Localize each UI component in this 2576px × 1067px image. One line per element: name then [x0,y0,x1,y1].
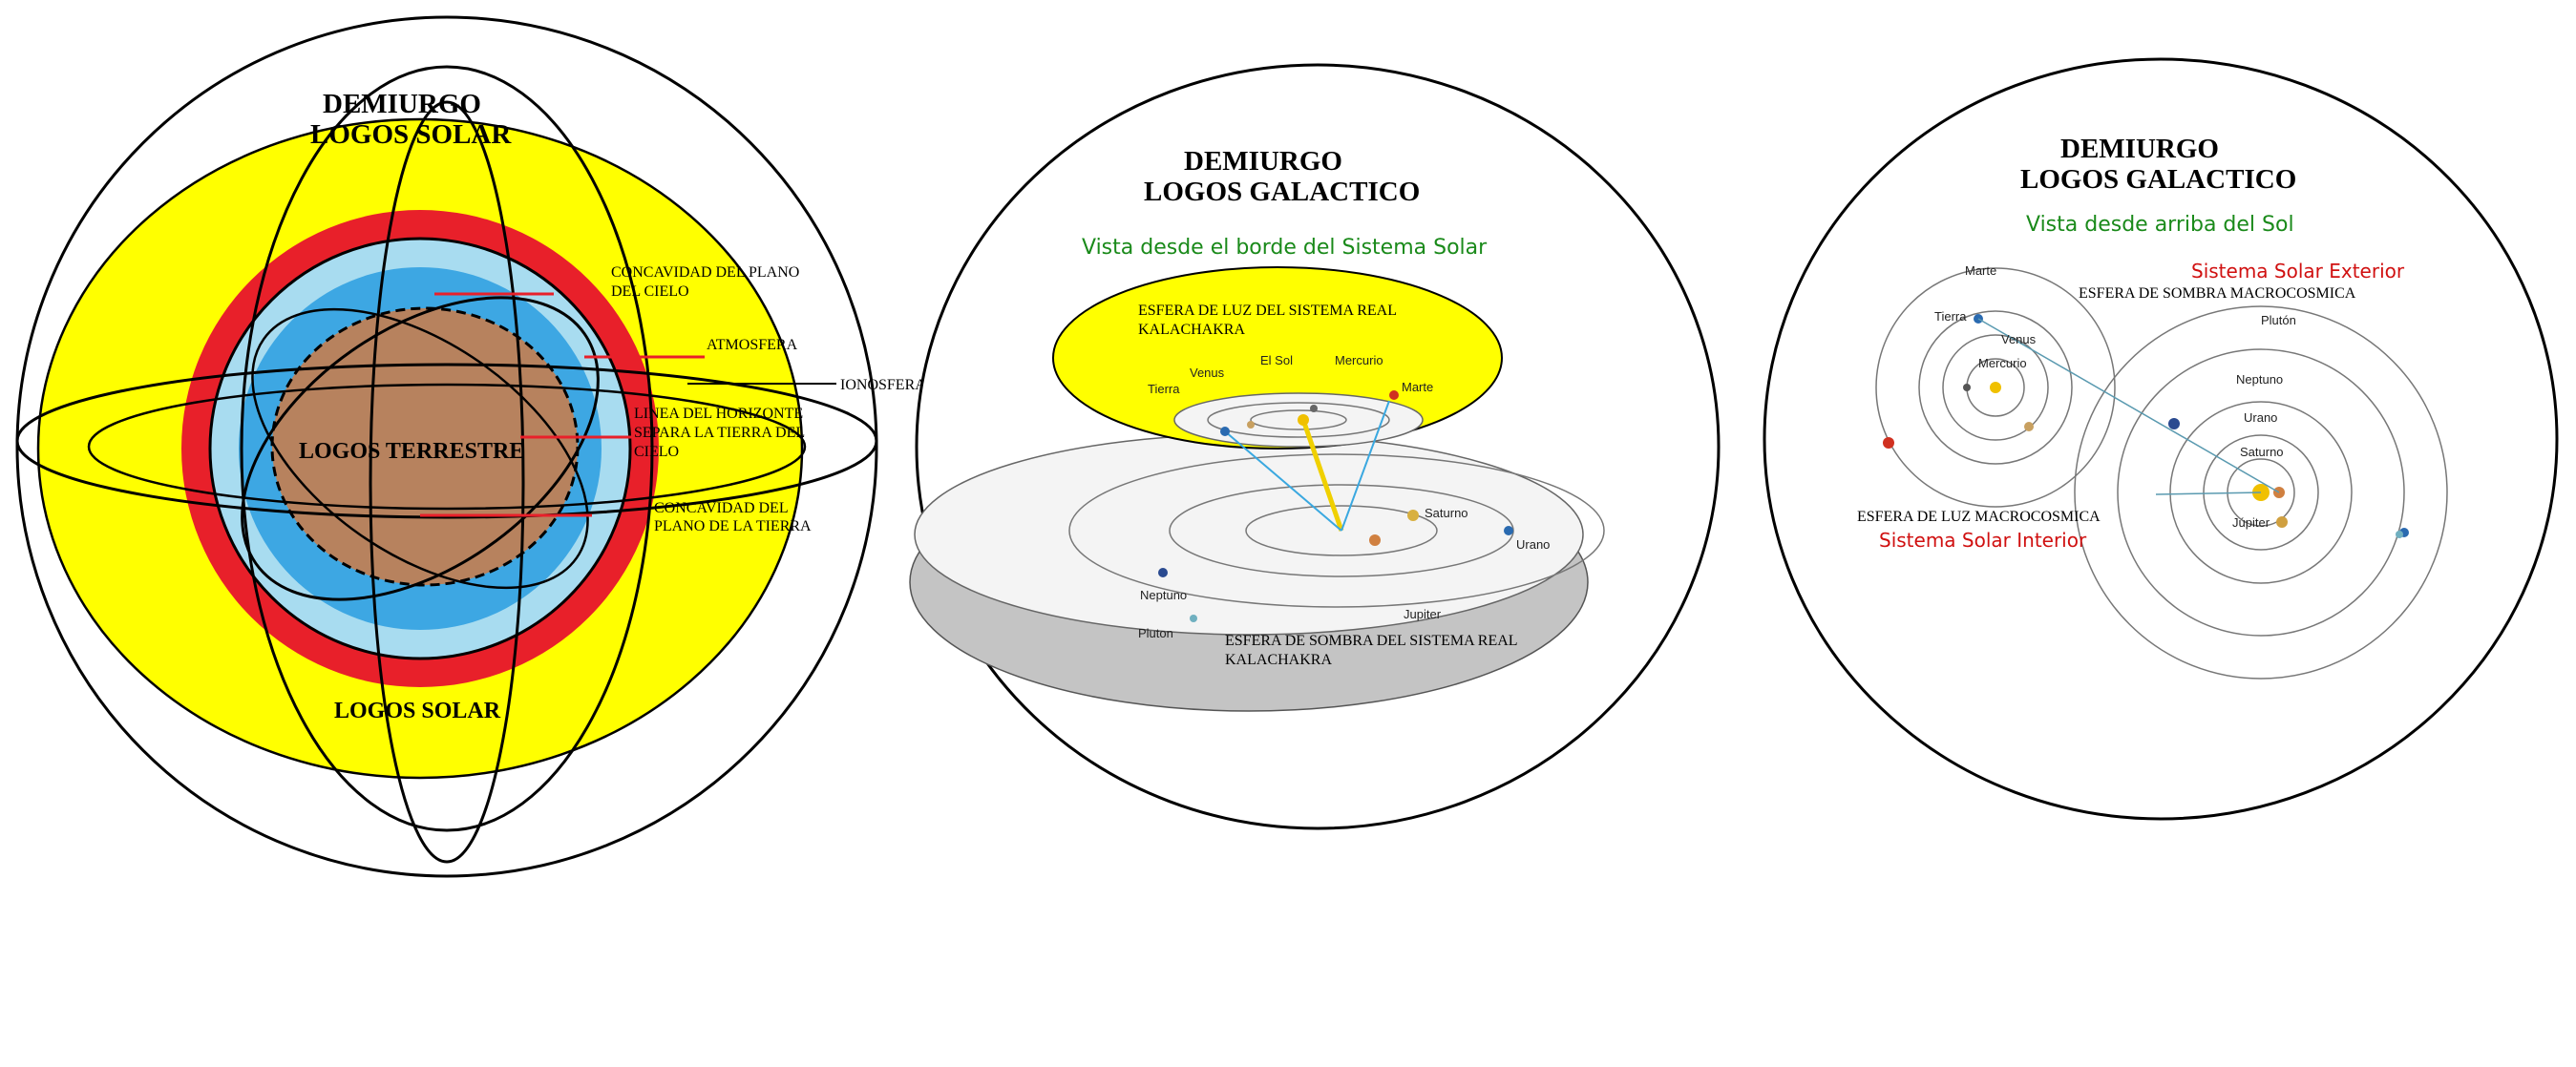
label-mercurio: Mercurio [1335,353,1383,367]
p3-label-venus: Venus [2001,332,2037,346]
annot-concavidad-cielo-2: DEL CIELO [611,283,689,300]
label-interior: Sistema Solar Interior [1879,529,2087,552]
p3-label-saturno: Saturno [2240,445,2284,459]
p3-label-jupiter: Júpiter [2232,515,2270,530]
inner-orbit-2 [1250,409,1347,430]
p3-label-pluton: Plutón [2261,313,2296,327]
label-tierra: Tierra [1148,382,1180,396]
annot-concavidad-cielo-1: CONCAVIDAD DEL PLANO [611,264,799,281]
annot-ionosfera: IONOSFERA [840,377,926,393]
vertical-meridian [369,100,525,864]
panel1-title-line2: LOGOS SOLAR [310,119,512,150]
planet-marte-dot [1389,390,1399,400]
planet-pluton-dot [1190,615,1197,622]
p3-label-tierra: Tierra [1934,309,1967,324]
link-inner-outer-2 [2155,492,2262,495]
planet-tierra-dot [1220,427,1230,436]
annot-atmosfera: ATMOSFERA [707,337,798,353]
tilted-meridian [240,65,654,832]
label-urano: Urano [1516,537,1550,552]
panel-logos-galactico-side: DEMIURGO LOGOS GALACTICO Vista desde el … [909,63,1721,830]
label-exterior: Sistema Solar Exterior [2191,260,2405,282]
p3-label-marte: Marte [1965,263,1996,278]
inner-venus-dot [2024,422,2034,431]
inner-orbit-tierra [1918,310,2073,465]
inner-mercurio-dot [1963,384,1971,391]
outer-urano-dot [2168,418,2180,429]
light-sphere-label-2: KALACHAKRA [1138,322,1245,338]
planet-urano-dot [1504,526,1513,535]
light-sphere-label-1: ESFERA DE LUZ DEL SISTEMA REAL [1138,303,1397,319]
annot-concavidad-tierra-2: PLANO DE LA TIERRA [654,518,812,534]
planet-jupiter-dot [1369,534,1381,546]
planet-venus-dot [1247,421,1255,429]
panel2-subtitle: Vista desde el borde del Sistema Solar [1082,236,1488,260]
label-shadow-macro: ESFERA DE SOMBRA MACROCOSMICA [2079,285,2356,302]
panel2-title-line2: LOGOS GALACTICO [1144,177,1420,207]
logos-solar-bottom-label: LOGOS SOLAR [334,699,501,723]
outer-orbit-urano [2169,401,2353,584]
label-marte: Marte [1402,380,1433,394]
tilted-orbit-b [251,307,589,590]
planet-neptuno-dot [1158,568,1168,577]
link-inner-outer-1 [1977,318,2280,493]
logos-terrestre-label: LOGOS TERRESTRE [299,439,524,464]
panel2-title-line1: DEMIURGO [1184,146,1342,177]
p3-label-urano: Urano [2244,410,2277,425]
earth-dashed-rim [270,306,580,587]
annot-horizonte-2: SEPARA LA TIERRA DEL [634,425,805,441]
annot-concavidad-tierra-1: CONCAVIDAD DEL [654,500,789,516]
label-light-macro: ESFERA DE LUZ MACROCOSMICA [1857,509,2101,525]
planet-mercurio-dot [1310,405,1318,412]
orbit-outer-1 [1068,453,1605,608]
panel3-title-line2: LOGOS GALACTICO [2020,164,2296,195]
shadow-disc-top [914,433,1584,636]
blue-link-left [1224,430,1342,532]
planet-saturno-dot [1407,510,1419,521]
label-pluton: Pluton [1138,626,1173,640]
p3-label-mercurio: Mercurio [1978,356,2027,370]
shadow-sphere-label-1: ESFERA DE SOMBRA DEL SISTEMA REAL [1225,633,1518,649]
label-saturno: Saturno [1425,506,1468,520]
panel3-subtitle: Vista desde arriba del Sol [2026,213,2294,237]
panel-logos-solar: DEMIURGO LOGOS SOLAR LOGOS TERRESTRE LOG… [15,15,926,878]
annot-horizonte-3: CIELO [634,444,679,460]
label-neptuno: Neptuno [1140,588,1187,602]
inner-orbit-venus [1942,334,2049,441]
tilted-orbit-a [241,296,600,601]
outer-orbit-pluton [2074,305,2448,680]
inner-sun [1990,382,2001,393]
label-sol: El Sol [1260,353,1293,367]
orbit-outer-3 [1245,505,1438,556]
shadow-sphere-label-2: KALACHAKRA [1225,652,1332,668]
outer-orbit-neptuno [2117,348,2405,637]
outer-pluton-dot [2396,531,2403,538]
p3-label-neptuno: Neptuno [2236,372,2283,387]
annot-horizonte-1: LINEA DEL HORIZONTE [634,406,803,422]
horizontal-orbit-inner [87,383,807,511]
horizontal-orbit-outer [15,363,878,519]
label-venus: Venus [1190,366,1225,380]
panel-logos-galactico-top: DEMIURGO LOGOS GALACTICO Vista desde arr… [1763,57,2559,821]
panel3-outer-sphere [1763,57,2559,821]
sun-beam [1300,419,1344,532]
inner-orbit-marte [1875,267,2116,508]
outer-orbit-saturno [2203,434,2319,551]
blue-link-right [1341,400,1390,532]
panel1-title-line1: DEMIURGO [323,89,481,119]
planet-sol-dot [1298,414,1309,426]
inner-marte-dot [1883,437,1894,449]
inner-orbit-1 [1207,402,1390,438]
outer-jupiter-dot [2276,516,2288,528]
label-jupiter: Jupiter [1404,607,1442,621]
panel3-title-line1: DEMIURGO [2060,134,2219,164]
